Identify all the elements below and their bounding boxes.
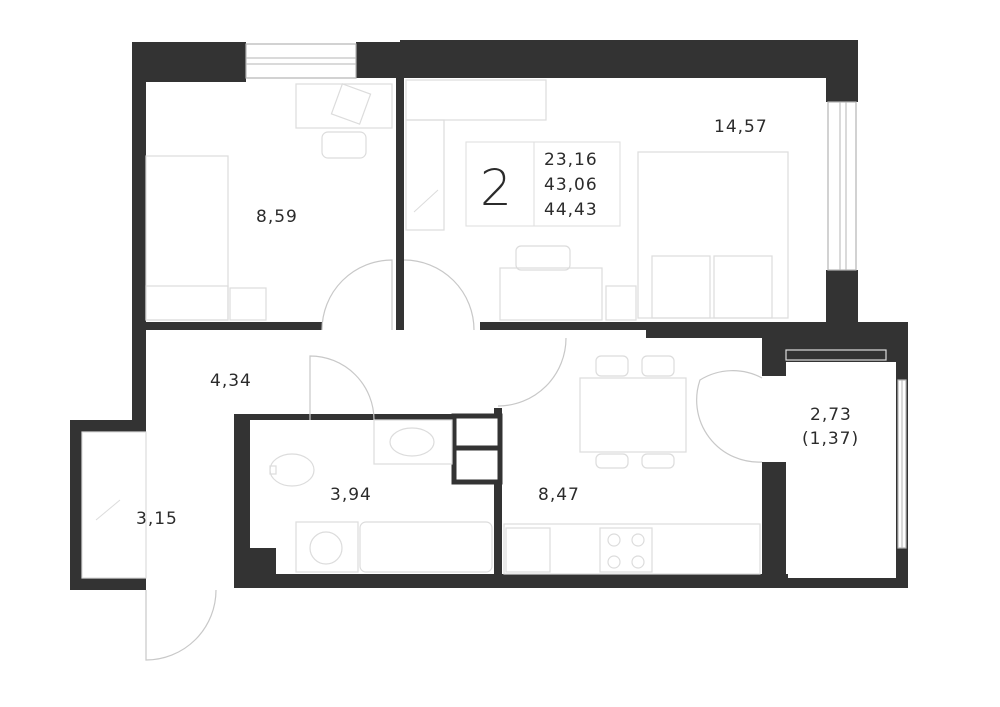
total-area-with-balcony: 44,43 [544, 200, 598, 220]
walls [70, 40, 908, 590]
living-room-area: 14,57 [714, 117, 768, 137]
furniture [81, 79, 887, 579]
windows [245, 43, 907, 549]
doors [145, 259, 763, 661]
loggia-right-reduced-area: (1,37) [802, 429, 859, 449]
hallway-area: 4,34 [210, 371, 252, 391]
rooms-count: 2 [480, 159, 512, 217]
kitchen-area: 8,47 [538, 485, 580, 505]
loggia-small-area: 3,15 [136, 509, 178, 529]
room-labels: 8,59 14,57 4,34 3,94 8,47 3,15 2,73 (1,3… [136, 117, 859, 529]
bathroom-area: 3,94 [330, 485, 372, 505]
total-area: 43,06 [544, 175, 598, 195]
summary-badge: 2 23,16 43,06 44,43 [465, 141, 621, 227]
living-area: 23,16 [544, 150, 598, 170]
loggia-right-area: 2,73 [810, 405, 852, 425]
bedroom-area: 8,59 [256, 207, 298, 227]
